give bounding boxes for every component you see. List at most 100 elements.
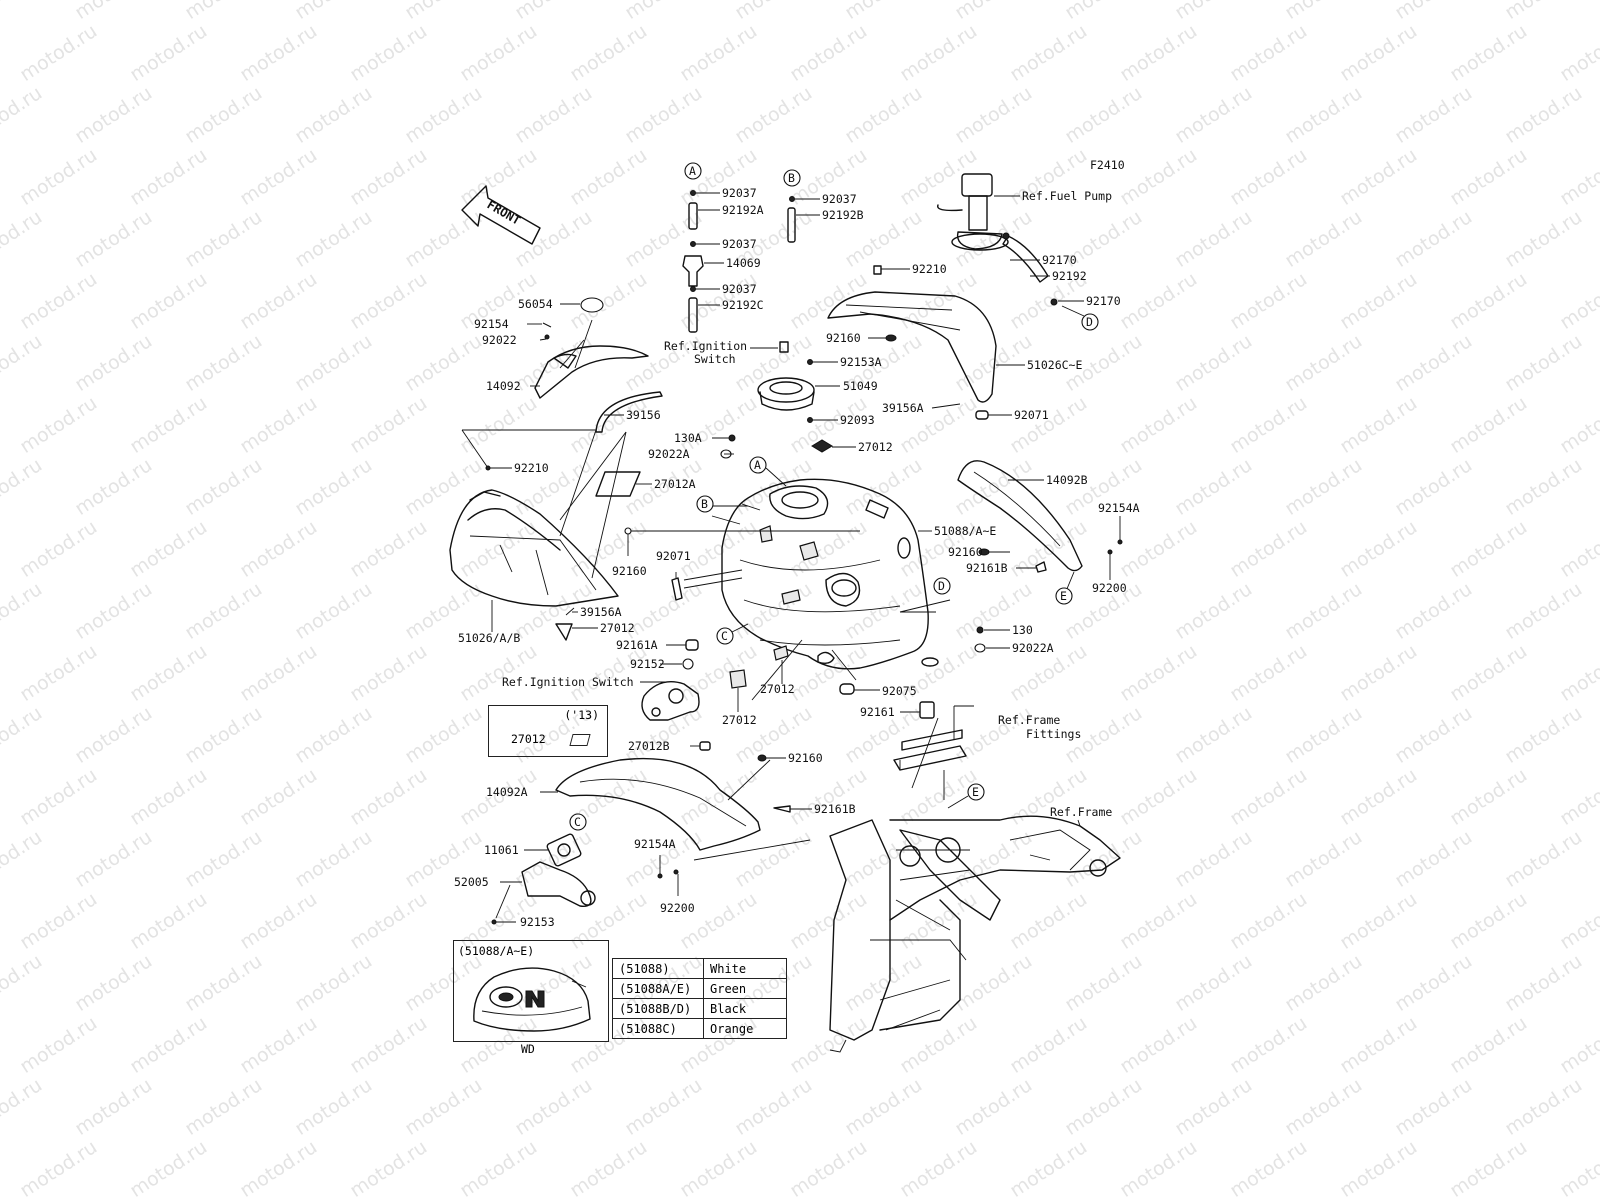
color-table-color: Black [703,998,787,1019]
callout-d-tank: D [938,579,945,593]
callout-d-pump: D [1086,315,1093,329]
label-92200-right: 92200 [1092,581,1127,595]
wd-inset-box: (51088/A~E) [453,940,609,1042]
label-ref-ignition-2: Ref.Ignition Switch [502,675,634,689]
label-92093: 92093 [840,413,875,427]
label-92022: 92022 [482,333,517,347]
label-92170-1: 92170 [1042,253,1077,267]
note-box-13: ('13) 27012 [488,705,608,757]
hose-assembly-a [682,190,724,333]
side-panel-14092a [540,741,812,896]
color-table-row: (51088C)Orange [612,1018,787,1039]
callout-c-low: C [574,815,581,829]
label-ref-ignition-1a: Ref.Ignition [664,339,747,353]
label-sticker-icon [569,734,591,746]
label-92154: 92154 [474,317,509,331]
color-table: (51088)White(51088A/E)Green(51088B/D)Bla… [612,958,787,1039]
top-cover-14092 [527,297,663,433]
label-92200-low: 92200 [660,901,695,915]
label-39156a-top: 39156A [882,401,924,415]
label-ref-fuel-pump: Ref.Fuel Pump [1022,189,1112,203]
label-92210-top: 92210 [912,262,947,276]
label-51088: 51088/A~E [934,524,996,538]
label-ref-frame-fittings-1: Ref.Frame [998,713,1060,727]
callout-b-top: B [788,171,795,185]
label-52005: 52005 [454,875,489,889]
label-39156: 39156 [626,408,661,422]
callout-b-tank: B [701,497,708,511]
label-130a: 130A [674,431,702,445]
label-92192c: 92192C [722,298,764,312]
side-cover-left [449,489,619,641]
label-27012a: 27012A [654,477,696,491]
label-92170-2: 92170 [1086,294,1121,308]
callout-c-tank: C [721,629,728,643]
label-92192b: 92192B [822,208,864,222]
label-51026-a-b: 51026/A/B [458,631,520,645]
label-92160-mid: 92160 [612,564,647,578]
callout-e-right: E [1060,589,1067,603]
color-table-code: (51088) [612,958,704,979]
label-92161: 92161 [860,705,895,719]
color-table-color: Orange [703,1018,787,1039]
hose-assembly-b [787,196,820,243]
label-11061: 11061 [484,843,519,857]
label-92071-mid: 92071 [656,549,691,563]
label-92037-b: 92037 [822,192,857,206]
side-panel-14092b [957,460,1123,597]
label-92037-a2: 92037 [722,237,757,251]
note-part-number: 27012 [511,732,546,746]
color-table-row: (51088B/D)Black [612,998,787,1019]
label-27012-top: 27012 [858,440,893,454]
fuel-pump-icon [937,173,1084,306]
label-92161a: 92161A [616,638,658,652]
frame-icon [829,717,1121,1053]
callout-a-tank: A [754,458,761,472]
color-table-row: (51088)White [612,958,787,979]
label-130: 130 [1012,623,1033,637]
label-92153a: 92153A [840,355,882,369]
label-92075: 92075 [882,684,917,698]
label-27012-left: 27012 [600,621,635,635]
note-year: ('13) [564,708,599,722]
label-39156a-left: 39156A [580,605,622,619]
label-56054: 56054 [518,297,553,311]
label-92022a-top: 92022A [648,447,690,461]
front-label: FRONT [485,197,523,227]
color-table-code: (51088C) [612,1018,704,1039]
frame-fittings [893,729,967,771]
fuel-sender-module-icon [491,833,596,925]
color-table-color: Green [703,978,787,999]
color-table-row: (51088A/E)Green [612,978,787,999]
label-14092: 14092 [486,379,521,393]
color-table-code: (51088A/E) [612,978,704,999]
label-92192: 92192 [1052,269,1087,283]
callout-letters: A B D A B D C E E C [569,162,1099,831]
fuel-cap-icon [712,341,856,459]
wd-box-title: (51088/A~E) [458,944,535,958]
tank-mount-parts [660,626,1010,740]
wd-tank-icon [473,967,591,1032]
callout-e-frame: E [972,785,979,799]
label-92153: 92153 [520,915,555,929]
front-arrow-icon: FRONT [461,185,541,245]
label-92022a-right: 92022A [1012,641,1054,655]
callout-a-top: A [689,164,696,178]
label-ref-frame-fittings-2: Fittings [1026,727,1081,741]
label-92192a: 92192A [722,203,764,217]
label-ref-ignition-1b: Switch [694,352,736,366]
label-92161b-low: 92161B [814,802,856,816]
color-table-code: (51088B/D) [612,998,704,1019]
label-92160-top: 92160 [826,331,861,345]
wd-label: WD [521,1042,535,1056]
label-92154a-low: 92154A [634,837,676,851]
label-92037-a1: 92037 [722,186,757,200]
part-labels: 92037 92192A 92037 14069 92037 92192C 92… [454,186,1140,929]
label-92154a-right: 92154A [1098,501,1140,515]
label-51049: 51049 [843,379,878,393]
ignition-switch-icon [640,681,700,721]
label-92210-left: 92210 [514,461,549,475]
label-92152: 92152 [630,657,665,671]
fuel-tank-icon [624,478,951,670]
color-table-body: (51088)White(51088A/E)Green(51088B/D)Bla… [612,958,787,1039]
